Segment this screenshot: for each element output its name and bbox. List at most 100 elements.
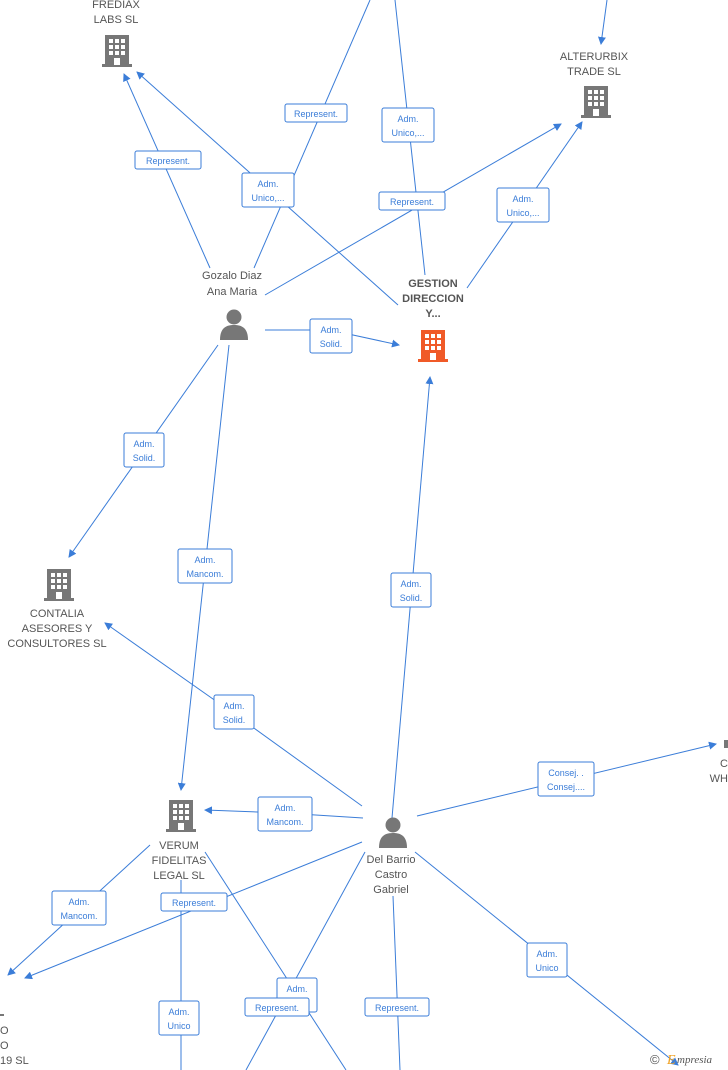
edge-label[interactable]: Adm.Mancom. [257, 796, 313, 832]
svg-text:Adm.Mancom.: Adm.Mancom. [60, 897, 97, 921]
node-label-line: Gabriel [373, 884, 408, 896]
node-label-line: ALTERURBIX [560, 51, 629, 63]
node-label-line: LABS SL [94, 14, 139, 26]
svg-text:Adm.: Adm. [286, 984, 307, 994]
edge-label[interactable]: Adm.Solid. [123, 432, 165, 468]
edge-label-line: Represent. [375, 1003, 419, 1013]
edge-label-line: Represent. [255, 1003, 299, 1013]
node-label-line: Del Barrio [367, 854, 416, 866]
building-icon [418, 330, 448, 362]
edge-label-line: Represent. [146, 156, 190, 166]
svg-text:Represent.: Represent. [255, 1003, 299, 1013]
edge-label-line: Represent. [390, 197, 434, 207]
building-icon [724, 740, 728, 748]
building-icon [166, 800, 196, 832]
node-label-line: FREDIAX [92, 0, 140, 11]
edge-label-line: Solid. [133, 453, 156, 463]
edge-label[interactable]: Adm.Unico,... [241, 172, 295, 208]
edge-label-line: Adm. [168, 1007, 189, 1017]
person-icon [379, 817, 407, 848]
edge-label-line: Adm. [257, 179, 278, 189]
edge-line [204, 851, 347, 1070]
edge-label[interactable]: Adm.Mancom. [51, 890, 107, 926]
node-label-line: CONTALIA [30, 608, 85, 620]
edge-label-line: Solid. [400, 593, 423, 603]
building-icon [102, 35, 132, 67]
edge-label-line: Represent. [172, 898, 216, 908]
edge-label[interactable]: Represent. [284, 103, 348, 123]
svg-text:Adm.Unico,...: Adm.Unico,... [506, 194, 539, 218]
edge-label[interactable]: Adm. Solid. [390, 572, 432, 608]
svg-text:Represent.: Represent. [294, 109, 338, 119]
svg-text:Adm.Mancom.: Adm.Mancom. [266, 803, 303, 827]
edges [7, 0, 717, 1070]
edge-label[interactable]: Adm.Solid. [213, 694, 255, 730]
node-label-line: CONSULTORES SL [7, 638, 106, 650]
brand-watermark: © E mpresia [650, 1052, 713, 1068]
edge-label[interactable]: Represent. [134, 150, 202, 170]
node-label-line: Gozalo Diaz [202, 270, 262, 282]
edge-line [392, 895, 401, 1070]
edge-label[interactable]: Adm. Unico [526, 942, 568, 978]
edge-label-line: Adm. [400, 579, 421, 589]
node-label-line: Y... [425, 308, 440, 320]
node-label-line: O [0, 1025, 9, 1037]
edge-label[interactable]: Consej. .Consej.... [537, 761, 595, 797]
building-icon [44, 569, 74, 601]
brand-initial: E [666, 1053, 676, 1068]
edge-label[interactable]: Represent. [378, 191, 446, 211]
node-label-line: TRADE SL [567, 66, 621, 78]
svg-text:Represent.: Represent. [172, 898, 216, 908]
svg-text:Adm.Mancom.: Adm. Mancom. [186, 555, 223, 579]
company-node-contalia[interactable]: CONTALIA ASESORES Y CONSULTORES SL [7, 569, 107, 650]
node-label-line: FIDELITAS [152, 855, 207, 867]
edge-label-line: Unico,... [506, 208, 539, 218]
svg-text:Consej. .Consej....: Consej. .Consej.... [547, 768, 585, 792]
edge-label[interactable]: Adm.Unico,... [381, 107, 435, 143]
node-label-line: 19 SL [0, 1055, 29, 1067]
edge-line [253, 0, 371, 269]
building-icon [581, 86, 611, 118]
edge-label[interactable]: Adm.Unico,... [496, 187, 550, 223]
company-node-frediax[interactable]: FREDIAX LABS SL [92, 0, 140, 67]
svg-text:Adm.Solid.: Adm.Solid. [320, 325, 343, 349]
edge-label[interactable]: Represent. [160, 892, 228, 912]
edge-label[interactable]: Adm. Mancom. [177, 548, 233, 584]
edge-label-line: Mancom. [186, 569, 223, 579]
company-node-alterurbix[interactable]: ALTERURBIX TRADE SL [560, 51, 629, 118]
node-label-line: LEGAL SL [153, 870, 205, 882]
edge-label[interactable]: Adm.Solid. [309, 318, 353, 354]
edge-label-line: Adm. [536, 949, 557, 959]
node-label-line: ASESORES Y [22, 623, 93, 635]
svg-text:Adm.Unico: Adm. Unico [535, 949, 558, 973]
edge-label-line: Represent. [294, 109, 338, 119]
edge-label[interactable]: Represent. [244, 997, 310, 1017]
edge-label[interactable]: Represent. [364, 997, 430, 1017]
edge-line [597, 0, 608, 45]
edge-label-line: Mancom. [266, 817, 303, 827]
edge-label-line: Adm. [194, 555, 215, 565]
edge-label-line: Unico [535, 963, 558, 973]
node-label-line: C [720, 758, 728, 770]
brand-name: mpresia [677, 1054, 713, 1066]
copyright-symbol: © [650, 1052, 660, 1067]
svg-text:Represent.: Represent. [390, 197, 434, 207]
edge-label[interactable]: Adm.Unico [158, 1000, 200, 1036]
edge-label-line: Solid. [223, 715, 246, 725]
edge-label-line: Unico,... [391, 128, 424, 138]
svg-text:Adm.Solid.: Adm.Solid. [133, 439, 156, 463]
edge-line [245, 851, 366, 1070]
edge-label-line: Adm. [320, 325, 341, 335]
